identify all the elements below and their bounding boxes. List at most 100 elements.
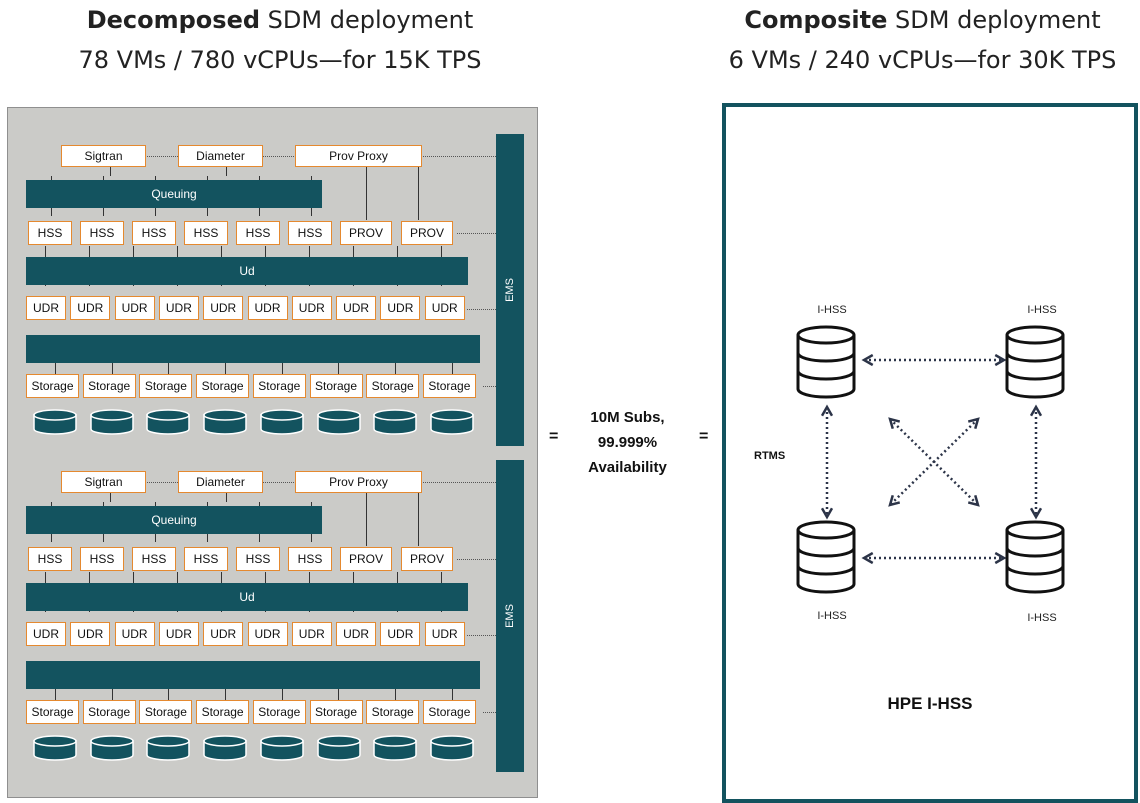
ems-link-line [483, 386, 496, 387]
hss-box: HSS [236, 547, 280, 571]
hss-box: HSS [132, 547, 176, 571]
udr-box: UDR [203, 296, 244, 320]
database-icon [145, 409, 191, 435]
udr-box: UDR [70, 622, 111, 646]
hss-box: HSS [80, 547, 124, 571]
rtms-label: RTMS [754, 450, 786, 462]
database-icon [32, 409, 78, 435]
database-icon [316, 409, 362, 435]
replication-mesh [796, 325, 1065, 594]
ems-link-line [263, 482, 298, 483]
interface-box: Prov Proxy [295, 145, 422, 167]
storage-box: Storage [26, 374, 79, 398]
database-icon [372, 409, 418, 435]
storage-box: Storage [309, 374, 363, 398]
udr-box: UDR [114, 622, 155, 646]
storage-box: Storage [422, 700, 476, 724]
database-icon [1005, 325, 1065, 399]
database-icon [316, 735, 362, 761]
storage-bus [26, 335, 480, 363]
database-icon [1005, 520, 1065, 594]
decomposed-title-rest: SDM deployment [260, 6, 474, 34]
database-icon [259, 409, 305, 435]
hss-box: HSS [184, 221, 228, 245]
database-icon [145, 735, 191, 761]
udr-box: UDR [380, 296, 421, 320]
ems-link-line [421, 482, 496, 483]
database-icon [429, 409, 475, 435]
ud-bus: Ud [26, 583, 468, 611]
hss-box: HSS [80, 221, 124, 245]
database-icon [89, 409, 135, 435]
capacity-summary: 10M Subs, 99.999% Availability [565, 405, 690, 480]
ems-link-line [421, 156, 496, 157]
database-icon [89, 735, 135, 761]
udr-box: UDR [336, 622, 377, 646]
queuing-bus: Queuing [26, 180, 322, 208]
storage-box: Storage [26, 700, 79, 724]
decomposed-title: Decomposed SDM deployment 78 VMs / 780 v… [0, 0, 560, 80]
udr-box: UDR [291, 622, 332, 646]
storage-box: Storage [252, 700, 306, 724]
udr-box: UDR [291, 296, 332, 320]
interface-box: Diameter [178, 471, 263, 493]
equals-sign-left: = [549, 428, 559, 445]
ud-bus: Ud [26, 257, 468, 285]
udr-box: UDR [114, 296, 155, 320]
database-icon [202, 409, 248, 435]
storage-box: Storage [366, 374, 420, 398]
udr-box: UDR [26, 296, 66, 320]
hss-box: HSS [288, 547, 332, 571]
database-icon [796, 520, 856, 594]
hss-box: HSS [184, 547, 228, 571]
storage-box: Storage [196, 374, 250, 398]
connector-line [366, 486, 367, 546]
hss-box: HSS [288, 221, 332, 245]
database-icon [372, 735, 418, 761]
availability-percent: 99.999% [597, 434, 658, 451]
node-label-top-left: I-HSS [817, 304, 847, 316]
udr-box: UDR [158, 622, 199, 646]
interface-box: Diameter [178, 145, 263, 167]
interface-box: Sigtran [61, 145, 146, 167]
storage-box: Storage [196, 700, 250, 724]
composite-title: Composite SDM deployment 6 VMs / 240 vCP… [705, 0, 1140, 80]
udr-box: UDR [26, 622, 66, 646]
ems-link-line [467, 635, 496, 636]
composite-title-rest: SDM deployment [887, 6, 1101, 34]
database-icon [796, 325, 856, 399]
ems-label: EMS [504, 604, 516, 628]
storage-box: Storage [139, 700, 193, 724]
product-label: HPE I-HSS [887, 694, 973, 713]
storage-box: Storage [366, 700, 420, 724]
udr-box: UDR [247, 296, 288, 320]
storage-box: Storage [422, 374, 476, 398]
composite-deployment-panel: I-HSS I-HSS I-HSS I-HSS RTMS HPE I-HSS [722, 103, 1138, 803]
udr-box: UDR [158, 296, 199, 320]
hss-box: PROV [401, 221, 453, 245]
hss-box: HSS [236, 221, 280, 245]
udr-box: UDR [424, 622, 465, 646]
composite-title-bold: Composite [744, 6, 888, 34]
replication-arrow [888, 417, 980, 507]
database-icon [429, 735, 475, 761]
storage-box: Storage [82, 374, 136, 398]
udr-box: UDR [424, 296, 465, 320]
node-label-bottom-left: I-HSS [817, 610, 847, 622]
decomposed-title-bold: Decomposed [86, 6, 261, 34]
hss-box: HSS [132, 221, 176, 245]
decomposed-subtitle: 78 VMs / 780 vCPUs—for 15K TPS [78, 46, 482, 74]
database-icon [32, 735, 78, 761]
udr-box: UDR [203, 622, 244, 646]
equals-sign-right: = [699, 428, 709, 445]
queuing-bus: Queuing [26, 506, 322, 534]
ems-link-line [143, 482, 178, 483]
storage-box: Storage [252, 374, 306, 398]
interface-box: Prov Proxy [295, 471, 422, 493]
storage-box: Storage [139, 374, 193, 398]
connector-line [418, 486, 419, 546]
ems-link-line [457, 559, 496, 560]
